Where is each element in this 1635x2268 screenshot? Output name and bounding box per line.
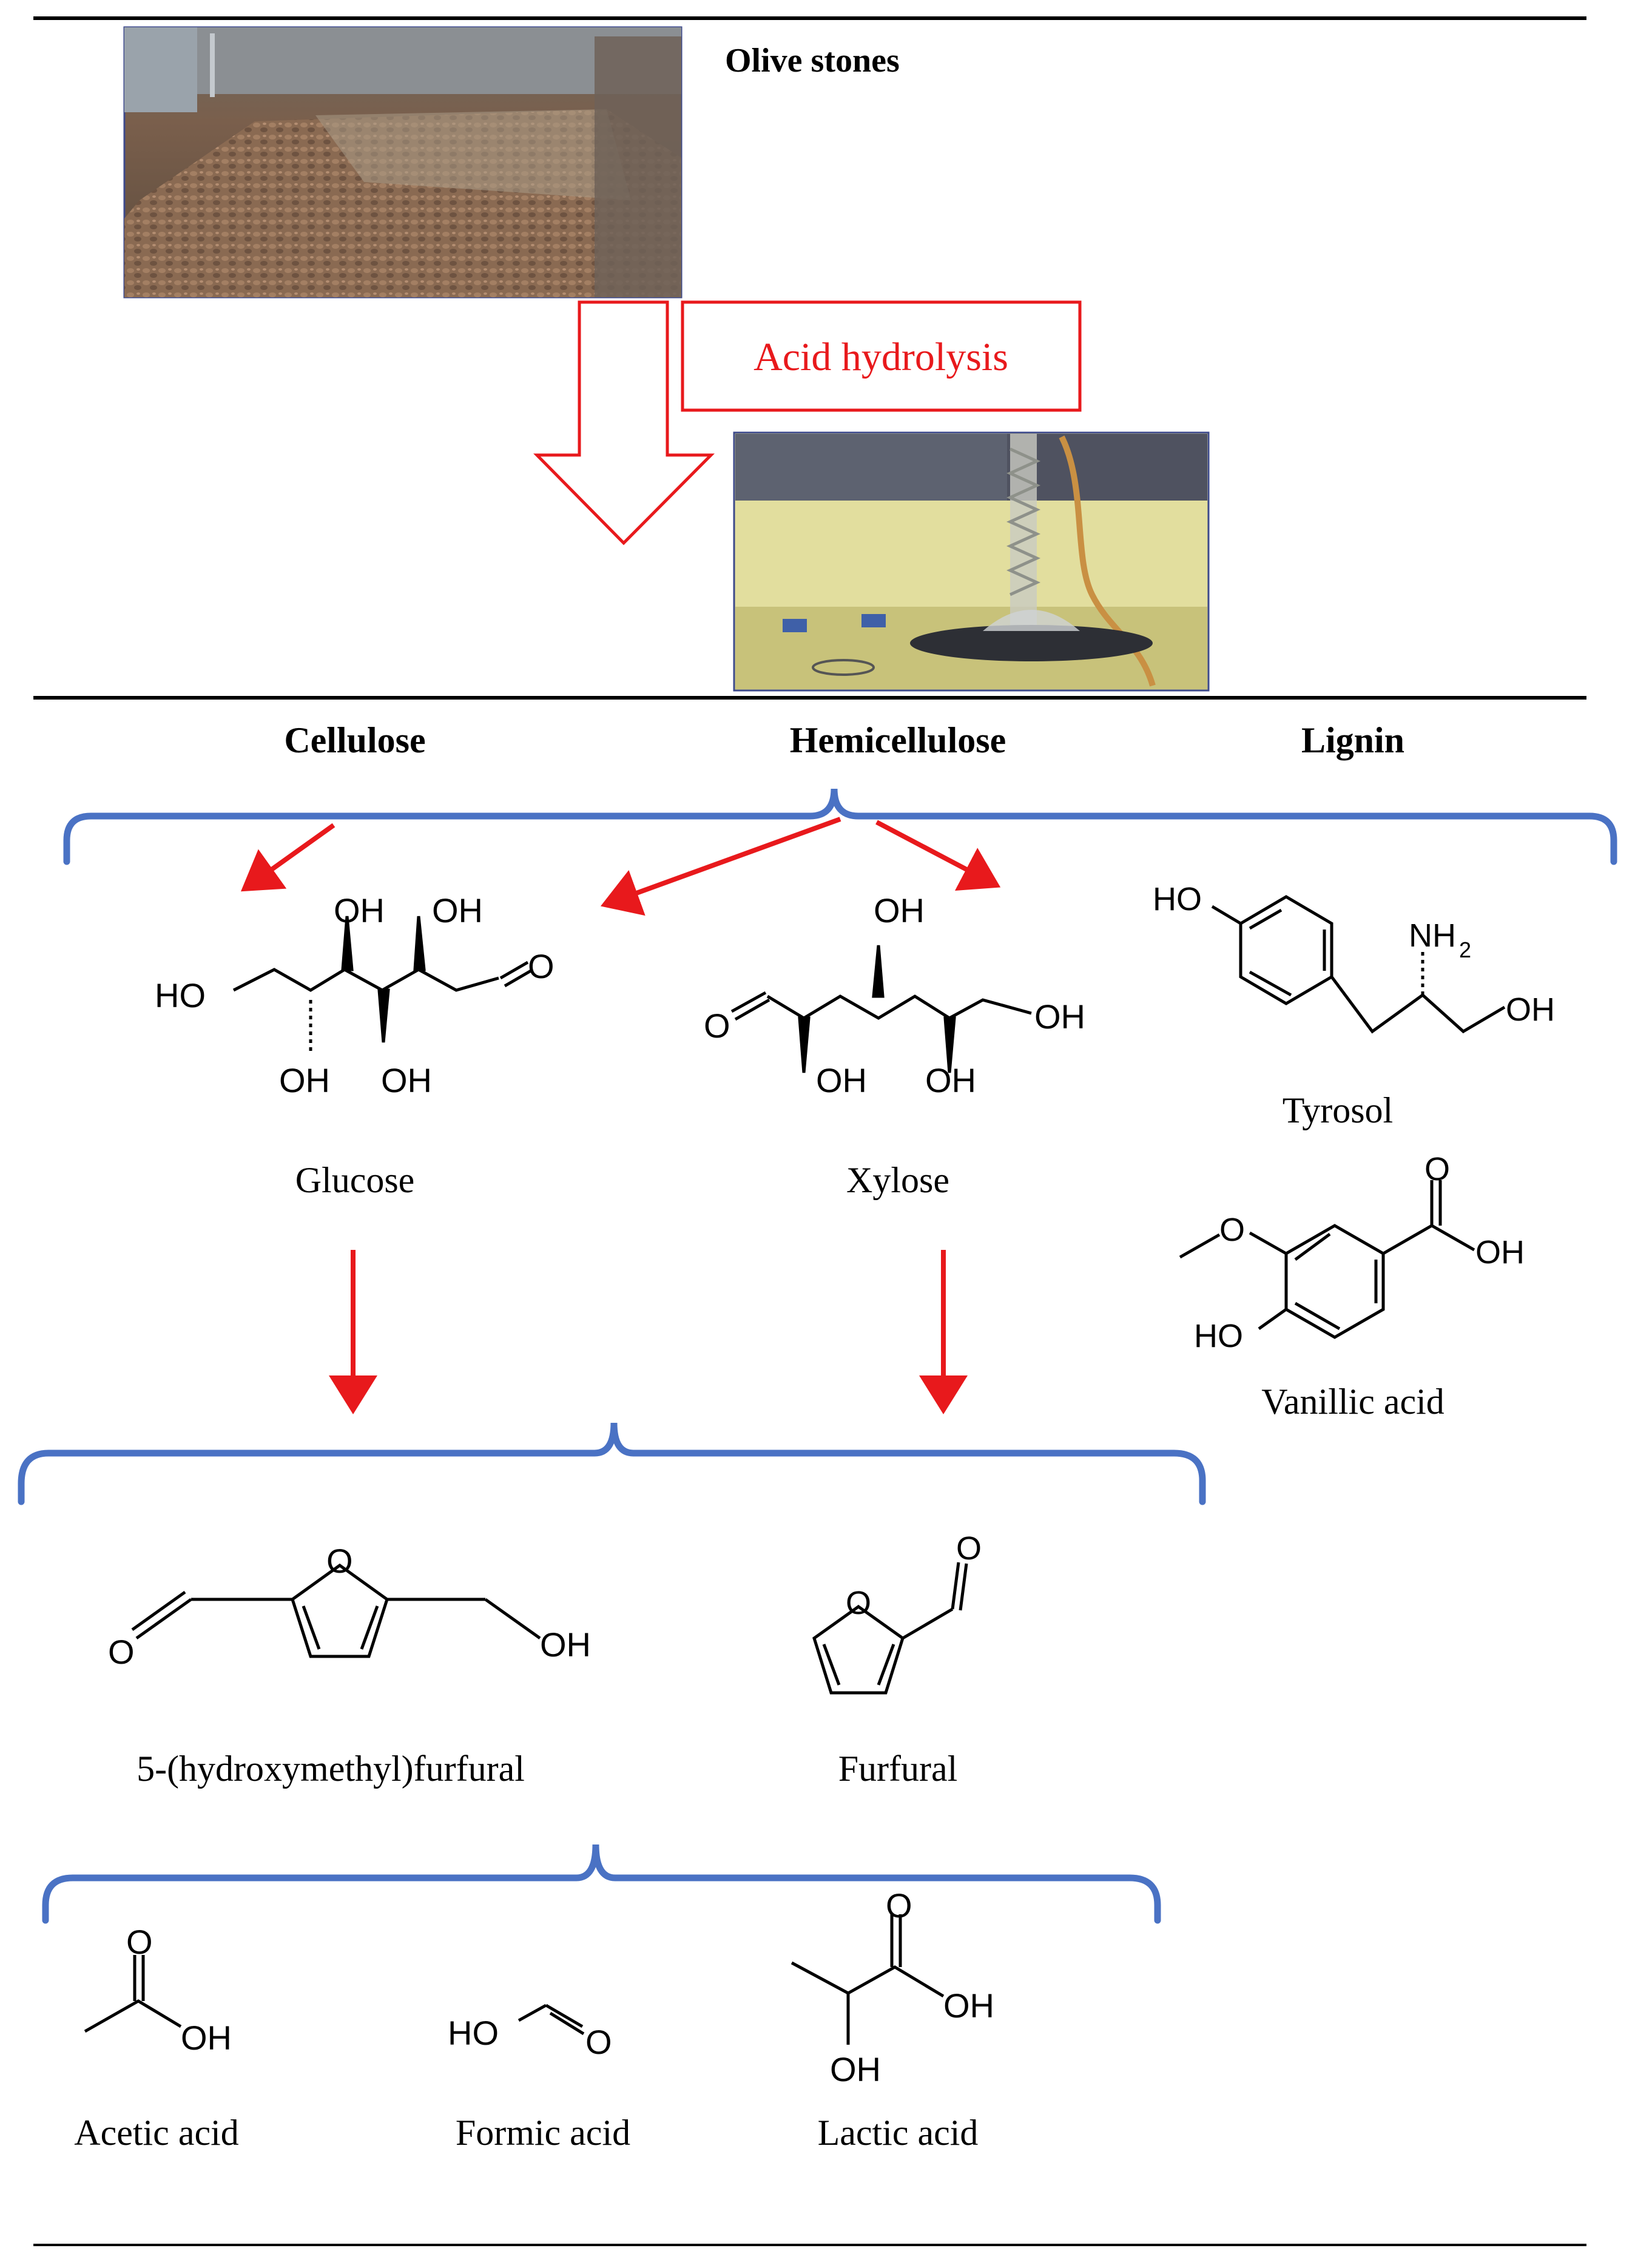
formic-label: Formic acid: [456, 2113, 630, 2153]
tyrosol-label: Tyrosol: [1283, 1090, 1393, 1130]
olive-stones-photo: [123, 26, 683, 299]
xylose-oh-top: OH: [874, 891, 925, 930]
hydrolysis-apparatus-photo: [733, 431, 1210, 692]
hmf-o-carbonyl: O: [108, 1633, 135, 1671]
acetic-o: O: [126, 1923, 153, 1961]
xylose-o: O: [704, 1007, 730, 1045]
xylose-oh-right: OH: [1034, 997, 1085, 1036]
arrow-cellulose-glucose: [240, 823, 335, 892]
furfural-o-ring: O: [846, 1585, 871, 1621]
acid-hydrolysis-box: [681, 300, 1082, 412]
lactic-label: Lactic acid: [818, 2113, 979, 2153]
glucose-ho: HO: [155, 976, 206, 1014]
glucose-oh-4: OH: [381, 1061, 432, 1099]
formic-acid-structure: [517, 2003, 585, 2036]
acetic-acid-structure: [84, 1955, 182, 2033]
tyrosol-ho: HO: [1153, 881, 1202, 917]
arrow-hemi-glucose: [600, 817, 841, 916]
hollow-down-arrow: [533, 300, 715, 545]
cellulose-label: Cellulose: [284, 720, 425, 760]
brace-furans: [42, 1844, 1161, 1924]
glucose-oh-3: OH: [279, 1061, 330, 1099]
glucose-oh-2: OH: [432, 891, 483, 930]
lignin-label: Lignin: [1301, 720, 1404, 760]
tyrosol-nh-sub: 2: [1459, 937, 1471, 962]
lactic-acid-structure: [791, 1914, 945, 2045]
tyrosol-structure: [1211, 895, 1506, 1034]
hmf-o-ring: O: [326, 1542, 353, 1580]
lactic-oh: OH: [830, 2050, 881, 2088]
vanillic-o-methoxy: O: [1219, 1212, 1245, 1248]
acetic-label: Acetic acid: [74, 2113, 239, 2153]
vanillic-ho: HO: [1194, 1318, 1243, 1354]
lactic-o: O: [886, 1886, 912, 1925]
hmf-oh: OH: [540, 1625, 591, 1664]
furfural-o-carbonyl: O: [956, 1530, 982, 1567]
tyrosol-oh: OH: [1506, 991, 1555, 1028]
lactic-oh-acid: OH: [943, 1986, 994, 2025]
hemicellulose-label: Hemicellulose: [790, 720, 1006, 760]
xylose-oh-1: OH: [816, 1061, 867, 1099]
olive-stones-label: Olive stones: [725, 42, 900, 79]
formic-ho: HO: [448, 2014, 499, 2052]
furfural-label: Furfural: [838, 1749, 958, 1789]
vanillic-oh: OH: [1475, 1234, 1525, 1271]
brace-sugars: [18, 1422, 1206, 1505]
furfural-structure: [812, 1562, 968, 1695]
vanillic-o-carbonyl: O: [1424, 1151, 1450, 1187]
brace-fractions: [63, 788, 1617, 865]
arrow-hemi-xylose: [875, 820, 1001, 891]
acid-hydrolysis-label: Acid hydrolysis: [753, 335, 1008, 379]
glucose-label: Glucose: [295, 1160, 415, 1200]
hmf-structure: [131, 1563, 541, 1658]
hmf-label: 5-(hydroxymethyl)furfural: [137, 1749, 525, 1789]
vanillic-acid-structure: [1179, 1180, 1475, 1339]
formic-o: O: [585, 2023, 612, 2061]
glucose-structure: [232, 916, 532, 1055]
acetic-oh: OH: [181, 2019, 232, 2057]
glucose-o: O: [528, 947, 555, 985]
glucose-oh-1: OH: [334, 891, 385, 930]
xylose-structure: [730, 945, 1032, 1073]
vanillic-label: Vanillic acid: [1261, 1382, 1445, 1422]
xylose-label: Xylose: [846, 1160, 949, 1200]
tyrosol-nh: NH: [1409, 917, 1456, 954]
xylose-oh-2: OH: [925, 1061, 976, 1099]
